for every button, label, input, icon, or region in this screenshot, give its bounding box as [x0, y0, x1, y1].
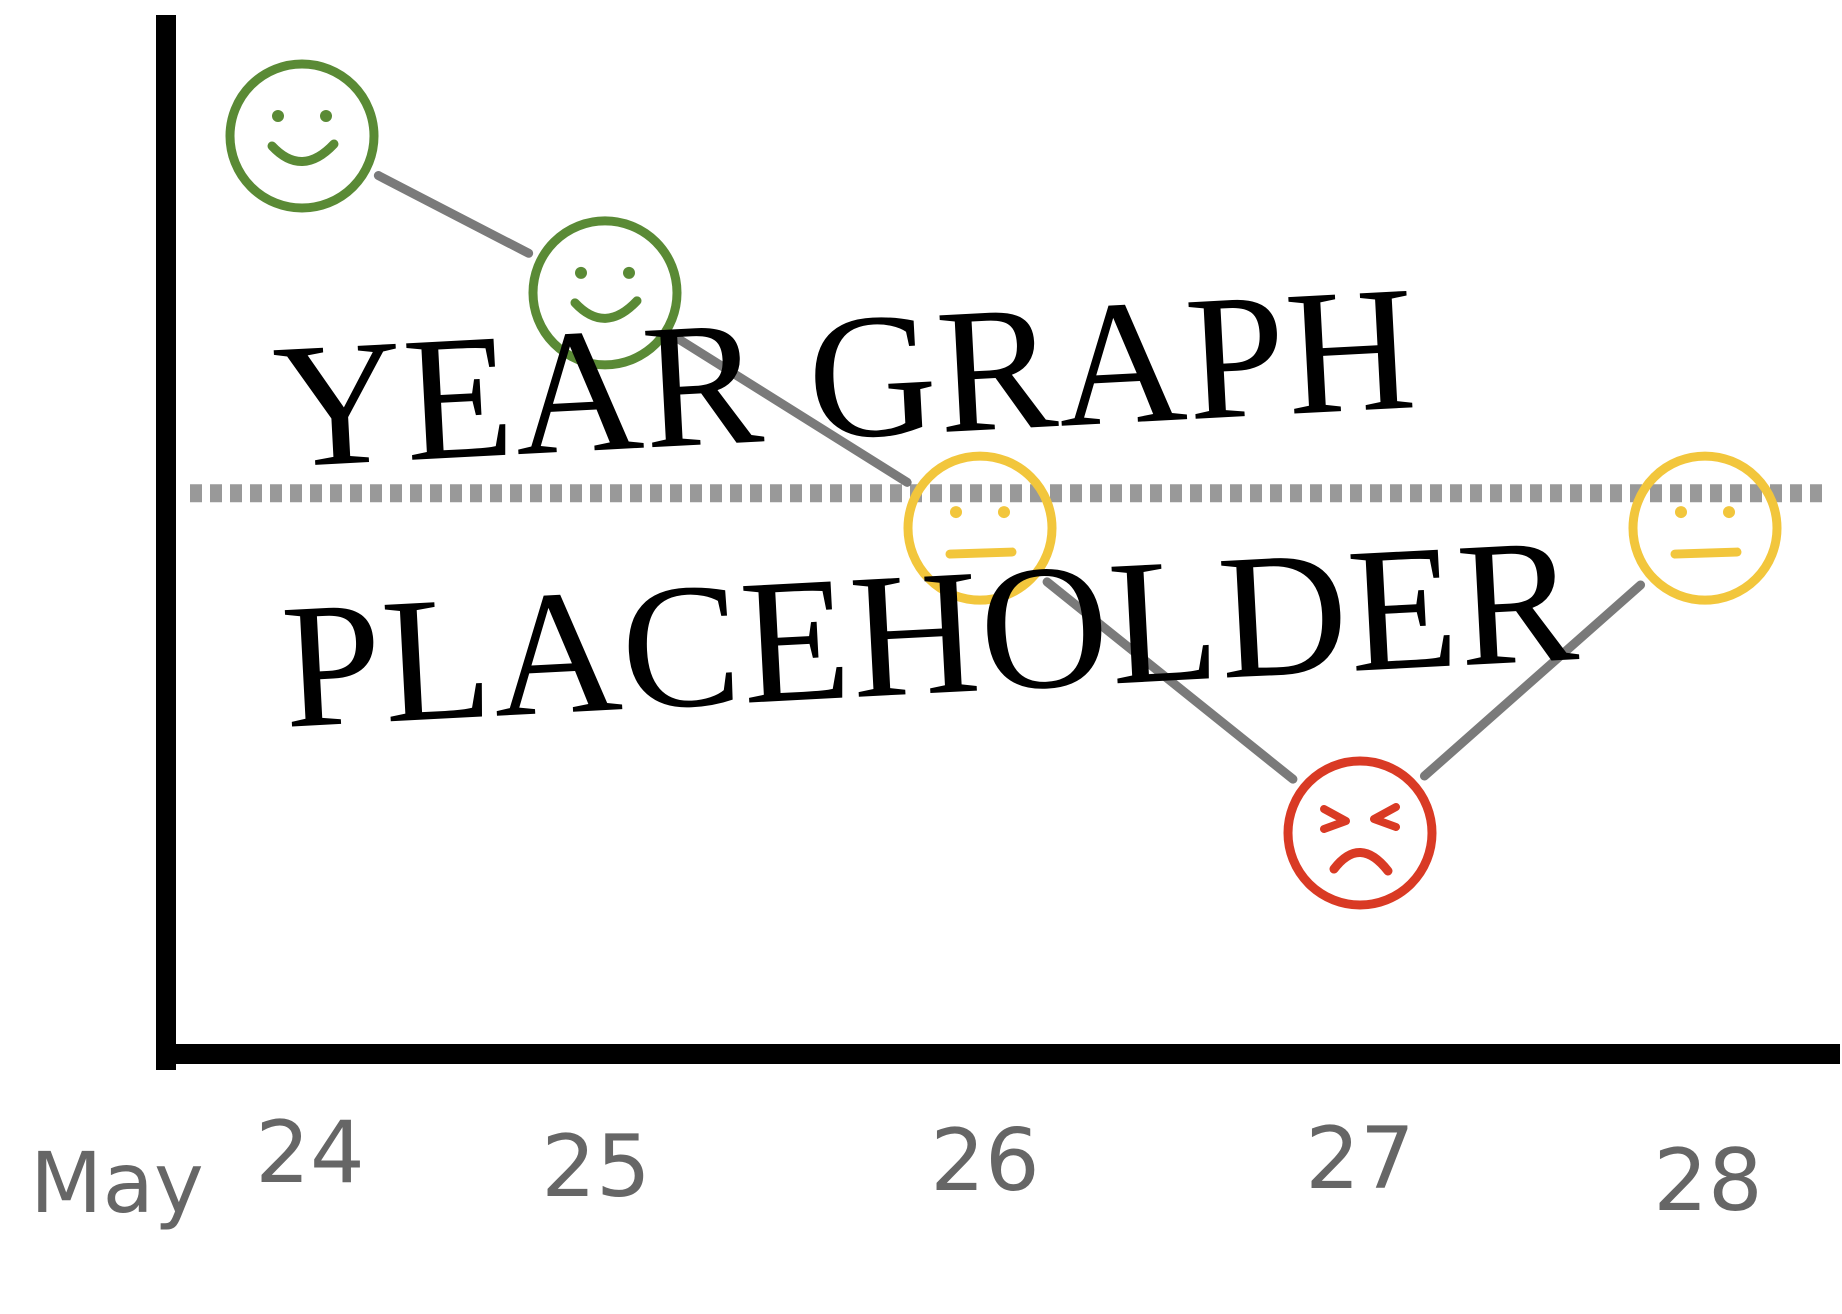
connector-segment: [1042, 577, 1298, 784]
mood-point-neutral-28: [1628, 451, 1782, 605]
connector-segment: [373, 171, 534, 258]
connector-segment: [1419, 580, 1646, 781]
x-tick-label-26: 26: [930, 1111, 1039, 1211]
face-eye: [575, 266, 587, 279]
face-outline: [528, 216, 682, 370]
connectors: [373, 171, 1646, 784]
x-tick-label-25: 25: [541, 1117, 650, 1217]
x-tick-label-28: 28: [1653, 1131, 1762, 1231]
face-outline: [225, 59, 379, 213]
face-smile: [570, 296, 642, 323]
x-month-label: May: [30, 1134, 204, 1232]
face-eye: [272, 110, 284, 122]
axes: [156, 15, 1840, 1070]
face-outline: [903, 451, 1057, 605]
face-mouth-flat: [1670, 547, 1742, 559]
face-eye: [320, 110, 332, 122]
face-outline: [1628, 451, 1782, 605]
mood-point-angry-27: [1283, 756, 1437, 910]
face-eye: [1723, 506, 1735, 519]
x-tick-label-27: 27: [1305, 1109, 1414, 1209]
face-smile: [267, 139, 339, 166]
face-eye: [998, 506, 1010, 519]
x-tick-label-24: 24: [255, 1103, 364, 1203]
mood-faces: [225, 59, 1782, 910]
face-mouth-flat: [945, 547, 1017, 559]
mood-point-happy-25: [528, 216, 682, 370]
connector-segment: [673, 334, 912, 487]
face-eye-angry: [1320, 805, 1350, 833]
face-eye: [950, 506, 962, 519]
face-eye-angry: [1370, 803, 1400, 831]
face-frown: [1329, 848, 1393, 876]
mood-point-neutral-26: [903, 451, 1057, 605]
face-eye: [623, 266, 635, 279]
face-outline: [1283, 756, 1437, 910]
face-eye: [1675, 506, 1687, 519]
mood-point-happy-24: [225, 59, 379, 213]
x-tick-labels: May 24 25 26 27 28: [30, 1103, 1763, 1232]
